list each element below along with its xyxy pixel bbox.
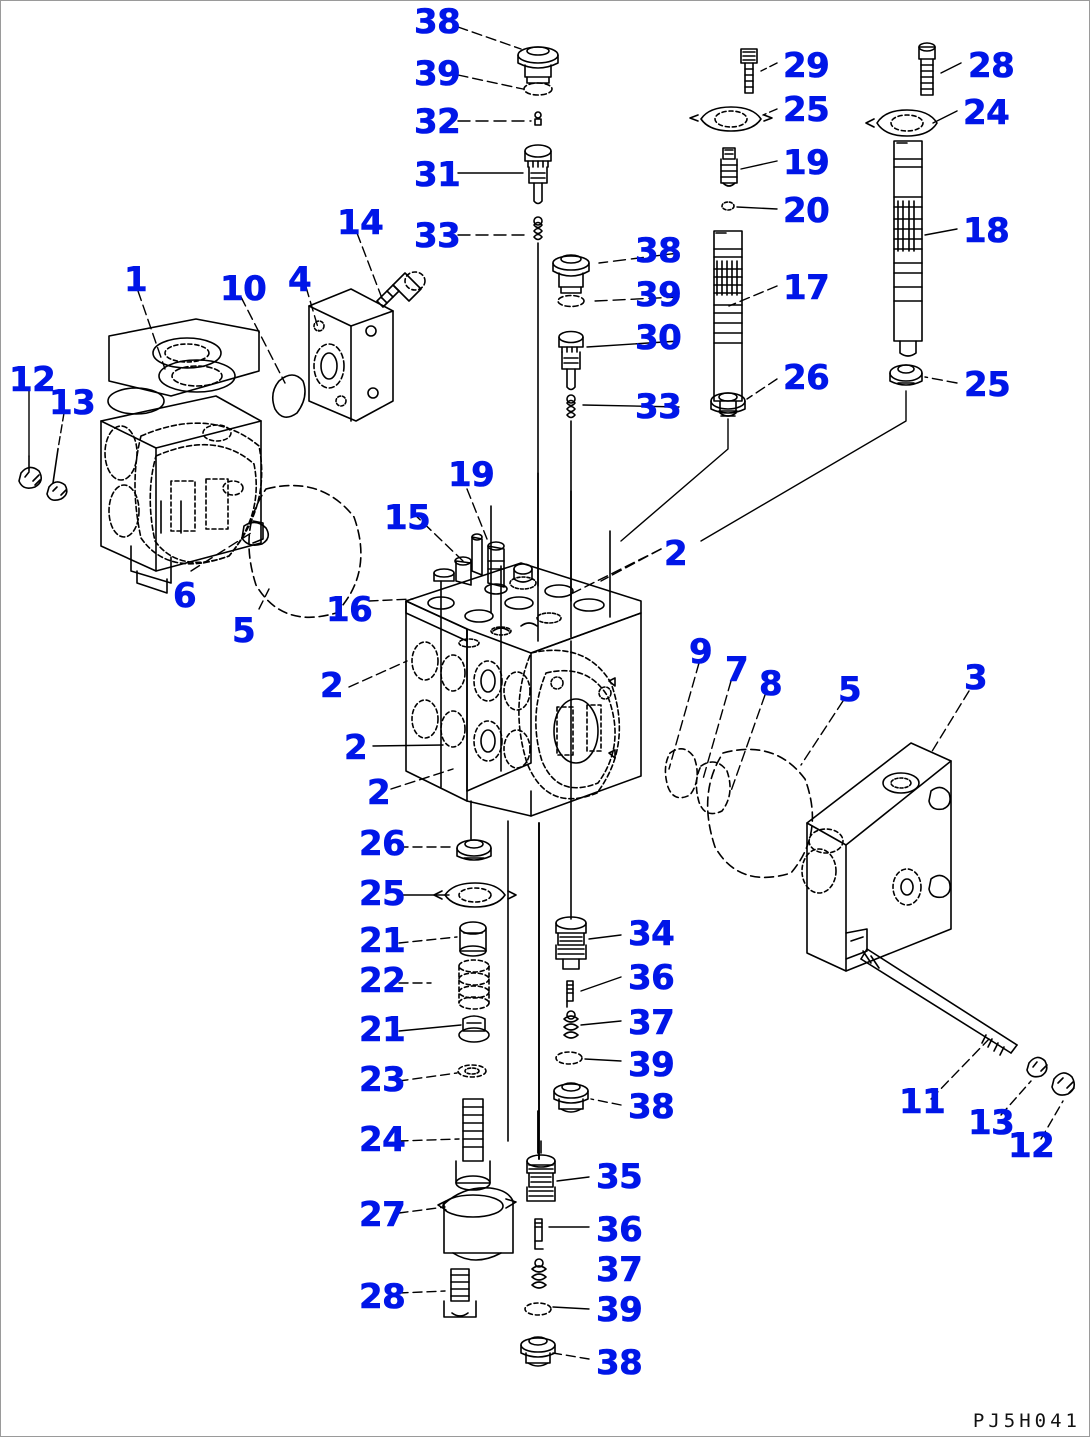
callout-9: 9 xyxy=(689,632,713,672)
callout-37: 37 xyxy=(596,1250,643,1290)
callout-6: 6 xyxy=(173,576,197,616)
callout-8: 8 xyxy=(759,664,783,704)
part-3-side-plate xyxy=(801,742,1076,1096)
callout-25: 25 xyxy=(359,874,406,914)
top-center-stack xyxy=(517,46,559,587)
callout-19: 19 xyxy=(783,143,830,183)
callout-28: 28 xyxy=(968,46,1015,86)
callout-17: 17 xyxy=(783,268,830,308)
callout-39: 39 xyxy=(596,1290,643,1330)
callout-23: 23 xyxy=(359,1060,406,1100)
callout-5: 5 xyxy=(838,670,862,710)
callout-22: 22 xyxy=(359,961,406,1001)
callout-26: 26 xyxy=(783,358,830,398)
callout-19: 19 xyxy=(448,455,495,495)
callout-32: 32 xyxy=(414,102,461,142)
bottom-left-stack xyxy=(433,800,517,1318)
callout-31: 31 xyxy=(414,155,461,195)
callout-25: 25 xyxy=(783,90,830,130)
part-10-and-4 xyxy=(271,271,426,422)
callout-10: 10 xyxy=(220,269,267,309)
callout-16: 16 xyxy=(326,590,373,630)
callout-33: 33 xyxy=(635,387,682,427)
callout-14: 14 xyxy=(337,203,384,243)
oring-part5-left xyxy=(248,484,362,618)
bottom-center-stack xyxy=(507,640,589,1367)
callout-2: 2 xyxy=(344,728,368,768)
callout-34: 34 xyxy=(628,914,675,954)
callout-15: 15 xyxy=(384,498,431,538)
callout-2: 2 xyxy=(320,666,344,706)
callout-24: 24 xyxy=(963,93,1010,133)
right-spool-column-a xyxy=(620,48,773,542)
drawing-code: PJ5H041 xyxy=(972,1410,1081,1432)
callout-38: 38 xyxy=(596,1343,643,1383)
callout-3: 3 xyxy=(964,658,988,698)
callout-28: 28 xyxy=(359,1277,406,1317)
second-center-stack xyxy=(552,254,590,602)
callout-12: 12 xyxy=(1008,1126,1055,1166)
callout-24: 24 xyxy=(359,1120,406,1160)
callout-38: 38 xyxy=(635,231,682,271)
orings-9-7-8-5 xyxy=(664,748,814,879)
callout-21: 21 xyxy=(359,1010,406,1050)
callout-36: 36 xyxy=(628,958,675,998)
callout-13: 13 xyxy=(49,383,96,423)
callout-4: 4 xyxy=(288,260,312,300)
callout-38: 38 xyxy=(628,1087,675,1127)
callout-35: 35 xyxy=(596,1157,643,1197)
right-spool-column-b xyxy=(700,42,938,542)
callout-26: 26 xyxy=(359,824,406,864)
callout-39: 39 xyxy=(635,275,682,315)
callout-18: 18 xyxy=(963,211,1010,251)
callout-37: 37 xyxy=(628,1003,675,1043)
callout-2: 2 xyxy=(367,773,391,813)
callout-30: 30 xyxy=(635,318,682,358)
callout-39: 39 xyxy=(628,1045,675,1085)
callout-11: 11 xyxy=(899,1082,946,1122)
callout-7: 7 xyxy=(725,650,749,690)
leader-lines xyxy=(28,26,1064,1360)
callout-20: 20 xyxy=(783,191,830,231)
left-cover-body-part1 xyxy=(100,318,270,594)
callout-38: 38 xyxy=(414,2,461,42)
callout-33: 33 xyxy=(414,216,461,256)
callout-21: 21 xyxy=(359,921,406,961)
callout-25: 25 xyxy=(964,365,1011,405)
callout-39: 39 xyxy=(414,54,461,94)
callout-27: 27 xyxy=(359,1195,406,1235)
callout-36: 36 xyxy=(596,1210,643,1250)
callout-12: 12 xyxy=(9,360,56,400)
callout-1: 1 xyxy=(124,260,148,300)
main-valve-block xyxy=(405,472,642,817)
callout-29: 29 xyxy=(783,46,830,86)
callout-2: 2 xyxy=(664,534,688,574)
left-fasteners-12-13 xyxy=(18,448,68,501)
callout-13: 13 xyxy=(968,1103,1015,1143)
callout-5: 5 xyxy=(232,611,256,651)
